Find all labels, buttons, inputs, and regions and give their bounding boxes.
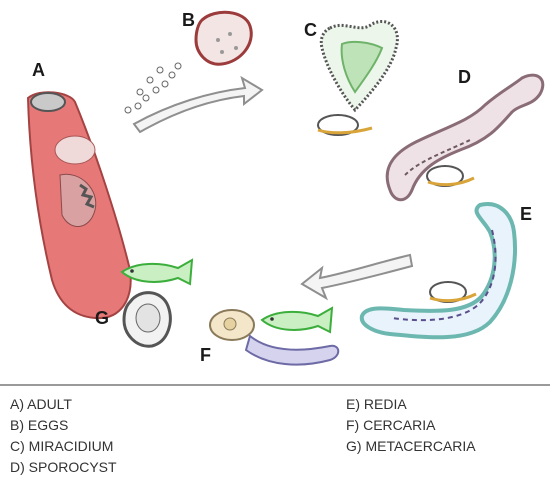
fish-illustration [122, 260, 192, 284]
stage-letter-c: C [304, 20, 317, 41]
life-cycle-diagram [0, 0, 550, 384]
stage-letter-d: D [458, 67, 471, 88]
stage-letter-g: G [95, 308, 109, 329]
metacercaria-illustration [124, 293, 170, 347]
adult-fluke-illustration [28, 92, 131, 318]
stage-letter-f: F [200, 345, 211, 366]
sporocyst-illustration [387, 75, 543, 200]
legend-item-redia: E) REDIA [346, 394, 476, 415]
legend-item-sporocyst: D) SPOROCYST [10, 457, 117, 478]
legend-item-eggs: B) EGGS [10, 415, 117, 436]
snail-illustration [318, 115, 372, 135]
fish-illustration [262, 308, 332, 332]
stage-letter-b: B [182, 10, 195, 31]
legend-item-adult: A) ADULT [10, 394, 117, 415]
legend-left-column: A) ADULT B) EGGS C) MIRACIDIUM D) SPOROC… [10, 394, 117, 478]
legend-item-miracidium: C) MIRACIDIUM [10, 436, 117, 457]
stage-letter-a: A [32, 60, 45, 81]
arrow-redia-to-cercaria [302, 255, 412, 298]
stage-letter-e: E [520, 204, 532, 225]
legend-right-column: E) REDIA F) CERCARIA G) METACERCARIA [346, 394, 476, 457]
arrow-eggs-to-miracidium [134, 78, 262, 132]
miracidium-illustration [321, 21, 397, 110]
legend-item-cercaria: F) CERCARIA [346, 415, 476, 436]
legend-divider [0, 384, 550, 386]
legend-item-metacercaria: G) METACERCARIA [346, 436, 476, 457]
